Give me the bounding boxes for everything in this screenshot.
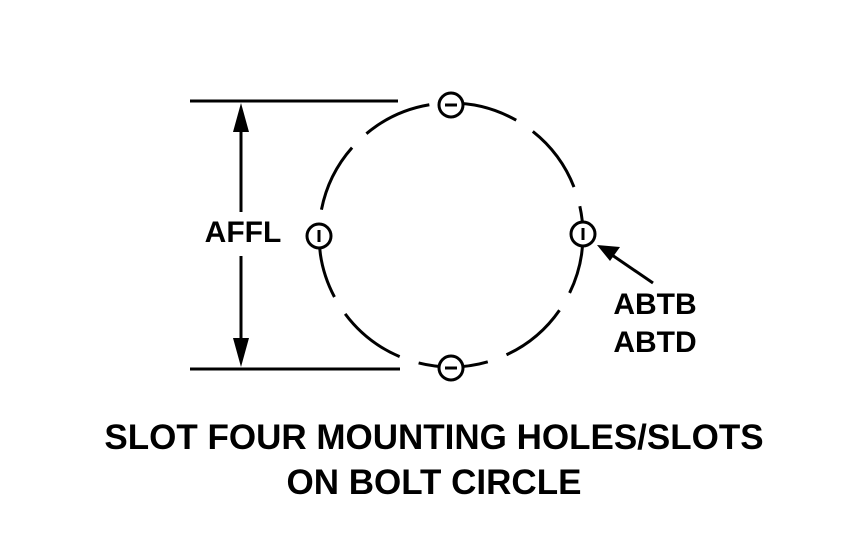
callout-label-abtb: ABTB (613, 288, 696, 321)
callout-leader (597, 245, 654, 285)
dimension-label: AFFL (205, 216, 282, 249)
slot-bottom (437, 354, 465, 382)
caption-line-1: SLOT FOUR MOUNTING HOLES/SLOTS (104, 418, 764, 457)
slot-top (437, 91, 465, 119)
dimension-line (233, 103, 249, 367)
arrowhead-down (233, 338, 249, 367)
slot-right (569, 220, 597, 248)
leader-arrowhead (597, 245, 620, 261)
bolt-circle (317, 101, 585, 369)
arrowhead-up (233, 103, 249, 132)
caption-line-2: ON BOLT CIRCLE (286, 463, 582, 502)
callout-label-abtd: ABTD (613, 326, 696, 359)
slot-left (305, 222, 333, 250)
